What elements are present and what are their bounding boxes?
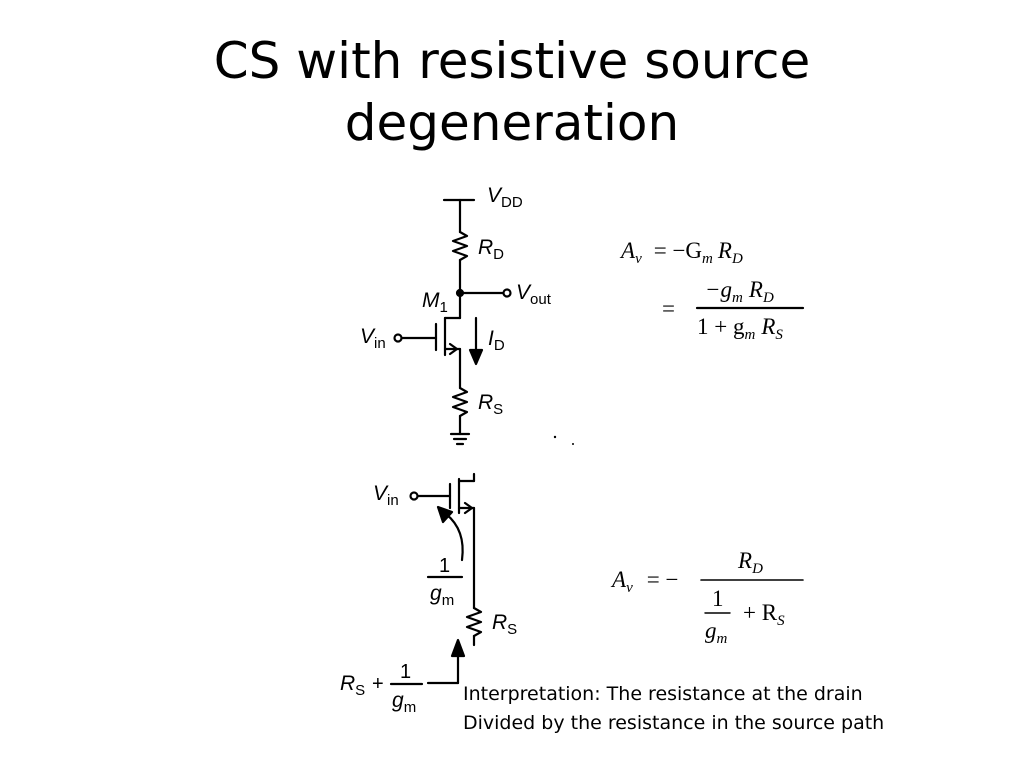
sum-one: 1: [400, 661, 411, 683]
curved-arrowhead: [436, 505, 454, 524]
id-arrow: [468, 316, 484, 366]
one-over-gm-denominator: gm: [430, 582, 454, 609]
eq1-line2-equals: =: [662, 296, 675, 321]
id-label: ID: [488, 327, 505, 354]
rs-label-2: RS: [492, 611, 517, 638]
sum-plus: +: [372, 673, 384, 695]
ground-symbol: [449, 432, 471, 446]
rs-resistor-2: [465, 606, 483, 638]
sum-gm: gm: [392, 689, 416, 716]
eq2-inner-gm: gm: [705, 618, 728, 647]
vin-terminal: [393, 333, 403, 343]
vout-node: [455, 288, 465, 298]
m-transistor-2: [448, 472, 476, 515]
rs-label: RS: [478, 391, 503, 418]
vout-label: Vout: [516, 281, 552, 308]
stray-dot-2: [572, 443, 574, 445]
vin-label: Vin: [360, 325, 386, 352]
rd-label: RD: [478, 236, 504, 263]
eq2-plus-rs: + RS: [743, 600, 785, 629]
rd-resistor: [451, 230, 469, 262]
stray-dot-1: [553, 435, 557, 439]
title-line-1: CS with resistive source: [213, 32, 811, 90]
eq2-lhs: Av= −: [610, 567, 678, 596]
slide-title: CS with resistive source degeneration: [0, 30, 1024, 154]
note-line-1: Interpretation: The resistance at the dr…: [463, 683, 863, 705]
vin-label-2: Vin: [373, 482, 399, 509]
m1-label: M1: [422, 289, 448, 316]
vdd-label: VDD: [487, 184, 523, 211]
vin-terminal-2: [409, 491, 419, 501]
vout-terminal: [502, 288, 512, 298]
eq2-numerator: RD: [737, 548, 763, 577]
note-line-2: Divided by the resistance in the source …: [463, 712, 885, 734]
sum-rs-label: RS: [340, 672, 365, 699]
one-over-gm-numerator: 1: [439, 555, 450, 577]
interpretation-note: Interpretation: The resistance at the dr…: [463, 680, 1018, 738]
rs-resistor: [451, 386, 469, 418]
curved-arrow-1-over-gm: [444, 512, 464, 562]
m1-transistor: [434, 316, 462, 357]
eq2-inner-one: 1: [712, 586, 724, 611]
title-line-2: degeneration: [344, 94, 680, 152]
vdd-rail: [442, 198, 476, 234]
up-arrow: [450, 638, 466, 685]
